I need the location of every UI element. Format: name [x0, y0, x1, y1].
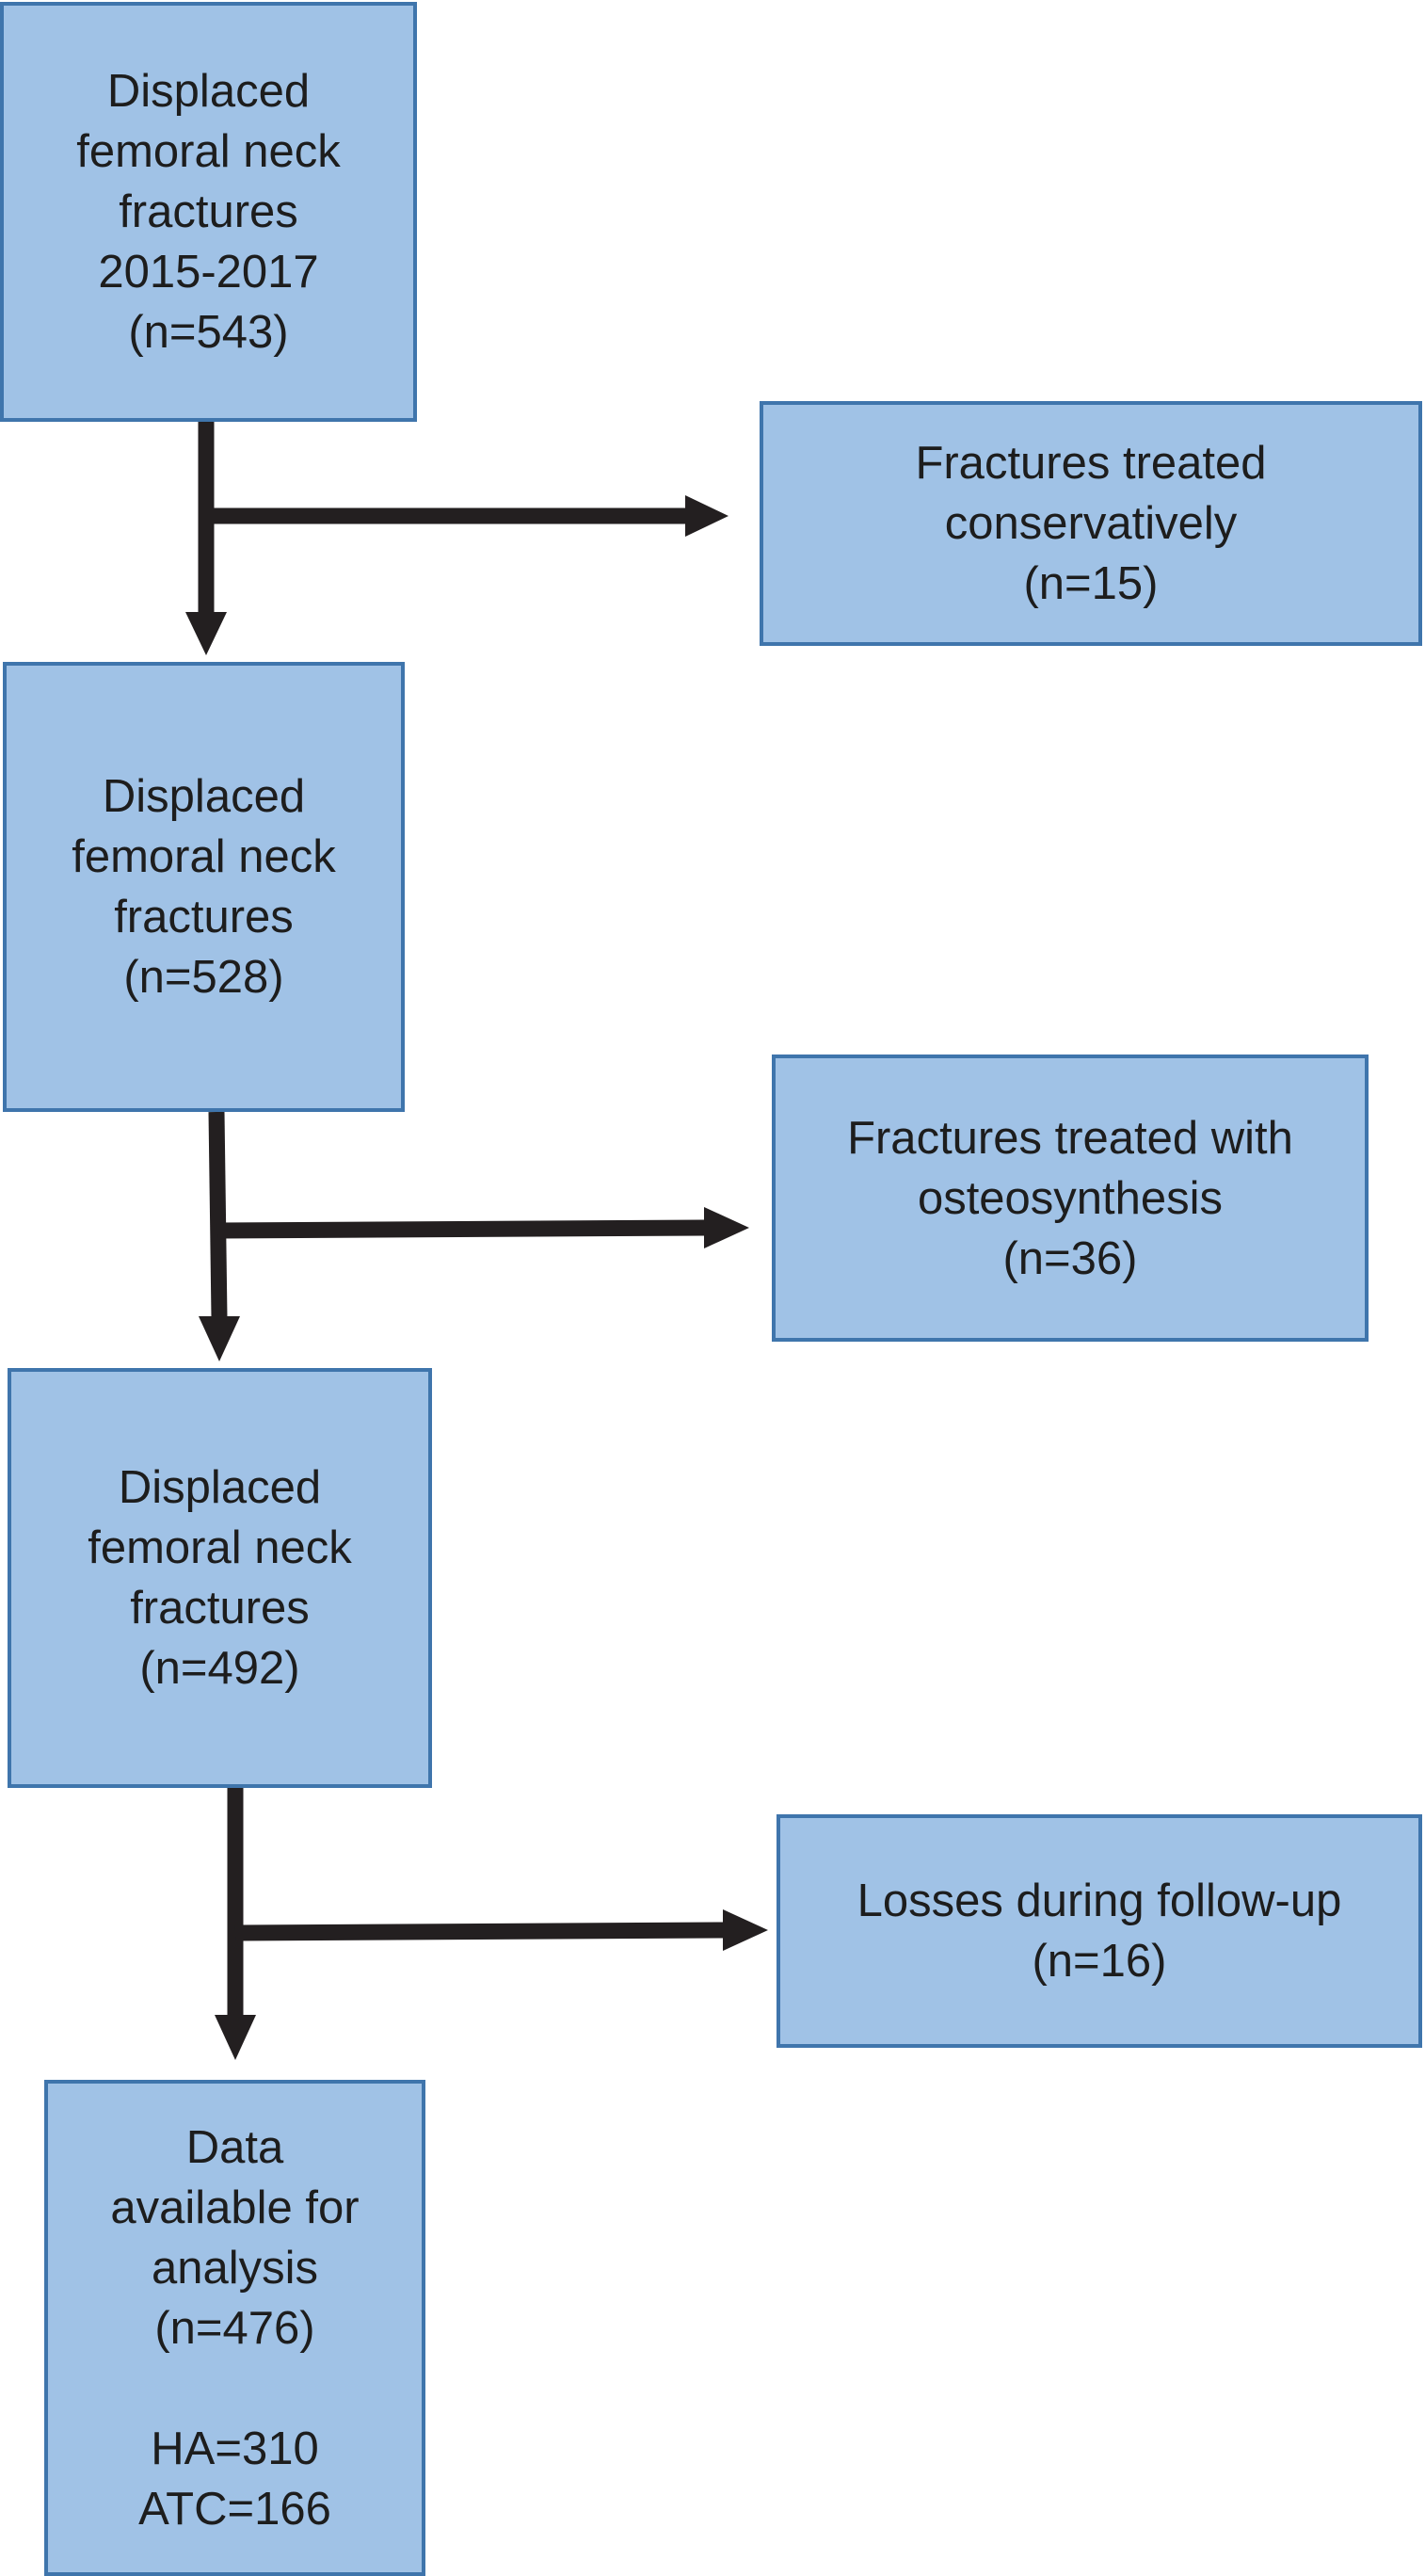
arrowhead-right-1 — [685, 495, 729, 537]
box-line: Displaced — [106, 66, 311, 117]
box-line: (n=476) — [154, 2302, 315, 2354]
box-initial-fractures: Displaced femoral neck fractures 2015-20… — [0, 2, 417, 422]
box-line: Displaced — [102, 771, 306, 822]
group-count-atc: ATC=166 — [138, 2483, 331, 2535]
box-line: osteosynthesis — [917, 1172, 1224, 1224]
box-line: (n=16) — [1032, 1936, 1167, 1987]
box-line: conservatively — [944, 498, 1238, 549]
box-line: fractures — [130, 1583, 310, 1634]
arrowhead-right-2 — [704, 1207, 749, 1248]
box-fractures-after-conservative: Displaced femoral neck fractures (n=528) — [3, 662, 405, 1112]
box-line: analysis — [151, 2242, 319, 2294]
box-line: fractures — [119, 186, 298, 237]
box-line: Fractures treated — [915, 438, 1267, 489]
arrow-shaft-to-osteosynthesis — [216, 1219, 707, 1239]
box-losses-follow-up: Losses during follow-up (n=16) — [777, 1814, 1422, 2048]
arrow-shafts — [198, 422, 726, 2017]
box-line: femoral neck — [72, 831, 336, 882]
box-conservative-treatment: Fractures treated conservatively (n=15) — [760, 401, 1422, 646]
box-line: available for — [110, 2182, 360, 2233]
arrow-heads — [185, 495, 768, 2060]
arrowhead-right-3 — [723, 1909, 768, 1951]
box-line: (n=492) — [139, 1643, 300, 1694]
arrowhead-down-2 — [199, 1316, 240, 1361]
box-line: fractures — [114, 892, 294, 942]
box-data-available-for-analysis: Data available for analysis (n=476) HA=3… — [44, 2080, 425, 2576]
box-line: Data — [185, 2121, 284, 2173]
box-line: femoral neck — [76, 126, 341, 177]
arrowhead-down-3 — [215, 2015, 256, 2060]
box-osteosynthesis-treatment: Fractures treated with osteosynthesis (n… — [772, 1055, 1369, 1342]
box-line: femoral neck — [88, 1522, 352, 1573]
box-line: (n=528) — [123, 952, 284, 1003]
box-line: Fractures treated with — [847, 1112, 1293, 1164]
box-line: (n=543) — [128, 307, 289, 358]
arrow-shaft-to-losses — [234, 1922, 726, 1941]
box-line: Losses during follow-up — [857, 1876, 1342, 1926]
arrow-shaft-528-to-492 — [208, 1111, 228, 1319]
group-count-ha: HA=310 — [151, 2423, 319, 2474]
box-fractures-after-osteosynthesis: Displaced femoral neck fractures (n=492) — [8, 1368, 432, 1788]
arrowhead-down-1 — [185, 612, 227, 655]
box-line: (n=36) — [1002, 1232, 1138, 1284]
box-line: Displaced — [118, 1462, 322, 1513]
box-line: 2015-2017 — [98, 247, 319, 298]
box-line: (n=15) — [1023, 558, 1159, 609]
